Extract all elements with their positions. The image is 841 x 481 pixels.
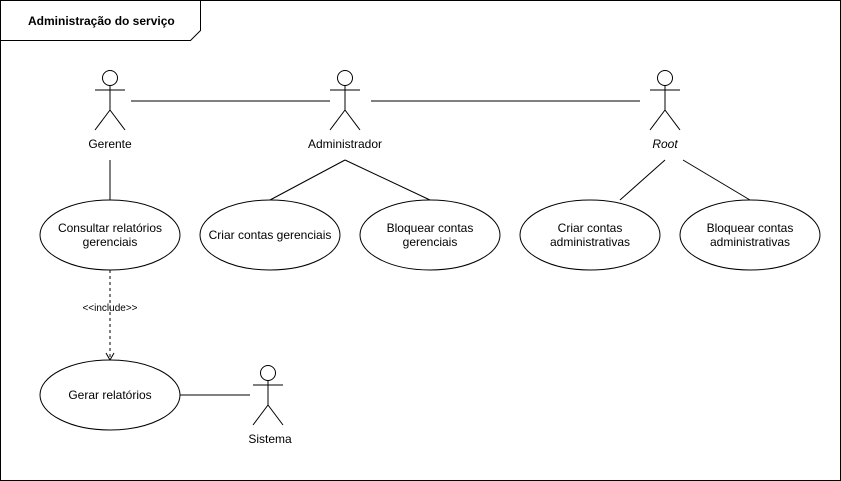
- stick-figure-icon: [94, 70, 126, 131]
- use-case-label: Criar contas: [558, 221, 623, 235]
- use-case-bloquear-contas-gerenciais[interactable]: Bloquear contas gerenciais: [359, 199, 501, 271]
- use-case-label: Consultar relatórios: [58, 221, 162, 235]
- use-case-label: Bloquear contas: [387, 221, 474, 235]
- actor-label: Sistema: [248, 432, 292, 446]
- actor-administrador[interactable]: Administrador: [308, 70, 382, 152]
- association-administrador-bloquear-gerenciais: [344, 159, 431, 201]
- use-case-label: gerenciais: [83, 235, 138, 249]
- include-label: <<include>>: [82, 303, 137, 314]
- use-case-criar-contas-administrativas[interactable]: Criar contas administrativas: [519, 199, 661, 271]
- association-root-bloquear-administrativas: [682, 159, 751, 201]
- use-case-label: administrativas: [550, 235, 630, 249]
- stick-figure-icon: [329, 70, 361, 131]
- use-case-label: Gerar relatórios: [68, 388, 151, 402]
- actor-label: Gerente: [88, 137, 132, 151]
- actor-gerente[interactable]: Gerente: [88, 70, 132, 152]
- frame-title: Administração do serviço: [28, 14, 175, 28]
- use-case-consultar-relatorios[interactable]: Consultar relatórios gerenciais: [39, 199, 181, 271]
- frame-title-tab: [0, 0, 201, 41]
- association-root-criar-administrativas: [619, 159, 666, 201]
- stick-figure-icon: [252, 365, 284, 426]
- use-case-label: Bloquear contas: [707, 221, 794, 235]
- use-case-label: administrativas: [710, 235, 790, 249]
- actor-sistema[interactable]: Sistema: [248, 365, 292, 447]
- stick-figure-icon: [649, 70, 681, 131]
- use-case-gerar-relatorios[interactable]: Gerar relatórios: [39, 359, 181, 431]
- actor-root[interactable]: Root: [649, 70, 681, 152]
- use-case-label: gerenciais: [403, 235, 458, 249]
- actor-label: Root: [652, 137, 678, 151]
- use-case-label: Criar contas gerenciais: [209, 228, 332, 242]
- association-administrador-criar-gerenciais: [269, 159, 346, 201]
- actor-label: Administrador: [308, 137, 382, 151]
- use-case-criar-contas-gerenciais[interactable]: Criar contas gerenciais: [199, 199, 341, 271]
- use-case-bloquear-contas-administrativas[interactable]: Bloquear contas administrativas: [679, 199, 821, 271]
